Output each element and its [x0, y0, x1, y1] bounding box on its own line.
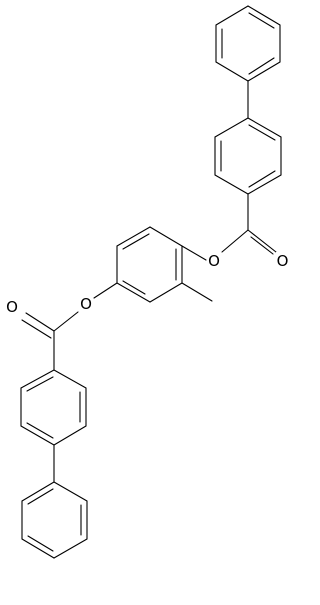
- central-benzene-ring: [116, 226, 183, 303]
- upper-ester-oxygen: O: [208, 252, 221, 270]
- chemical-structure-diagram: O O O O: [6, 5, 289, 559]
- upper-ester-group: [181, 193, 277, 261]
- bottom-phenyl-ring: [21, 481, 88, 559]
- lower-carbonyl-oxygen: O: [6, 298, 19, 316]
- top-phenylene-ring: [214, 117, 282, 195]
- svg-text:O: O: [208, 252, 220, 270]
- upper-carbonyl-oxygen: O: [276, 252, 289, 270]
- svg-text:O: O: [277, 252, 289, 270]
- lower-phenylene-ring: [20, 369, 87, 446]
- svg-text:O: O: [80, 295, 92, 313]
- methyl-bond: [181, 282, 213, 302]
- lower-ester-group: [21, 282, 118, 371]
- lower-ester-oxygen: O: [80, 295, 93, 313]
- svg-text:O: O: [6, 298, 18, 316]
- top-phenyl-ring: [215, 5, 281, 82]
